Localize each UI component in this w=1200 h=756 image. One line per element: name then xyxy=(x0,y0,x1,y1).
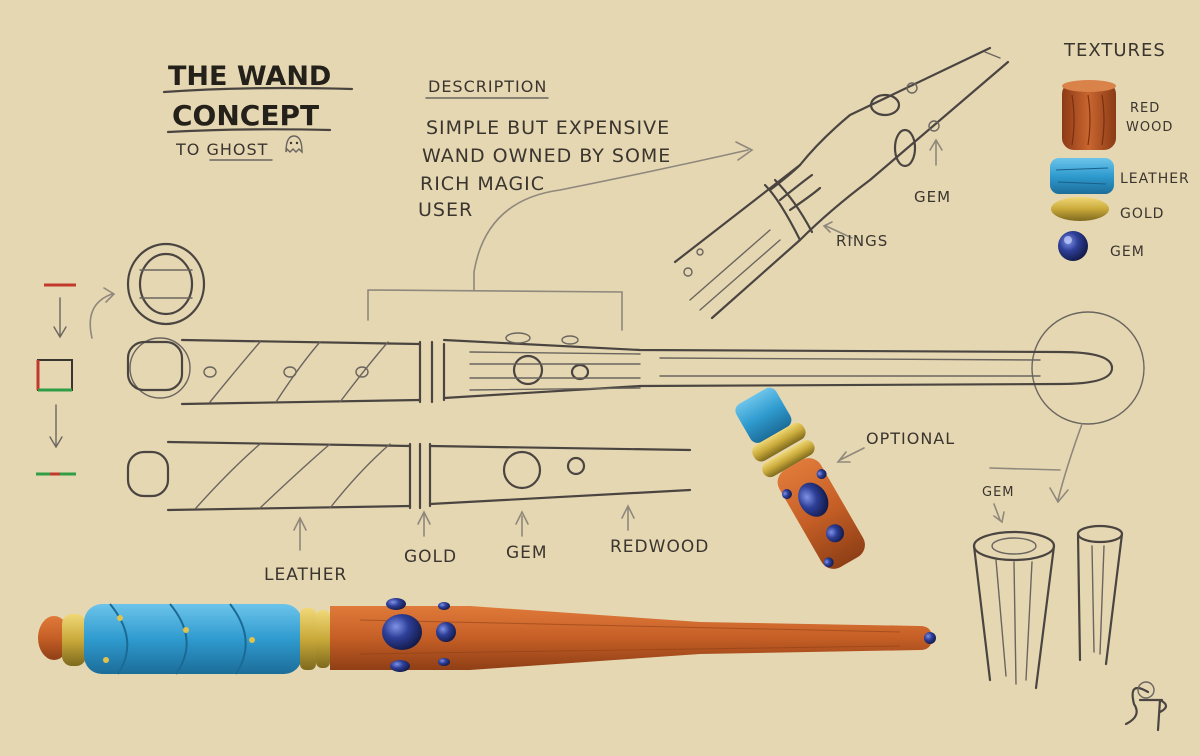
textures-heading: TEXTURES xyxy=(1063,40,1166,61)
wand-sketch-outline xyxy=(126,311,1145,425)
swatch-redwood-label-2: WOOD xyxy=(1126,120,1173,135)
title-block: THE WAND CONCEPT TO GHOST xyxy=(162,61,354,161)
callout-gem-top: GEM xyxy=(914,188,951,206)
callout-gold: GOLD xyxy=(404,547,457,567)
callout-gem: GEM xyxy=(506,543,548,563)
swatch-gem-label: GEM xyxy=(1110,244,1145,260)
swatch-leather xyxy=(1050,158,1114,194)
description-line-3: RICH MAGIC xyxy=(420,173,545,195)
final-wand-render xyxy=(38,598,936,675)
description-heading: DESCRIPTION xyxy=(428,77,547,96)
title-line-1: THE WAND xyxy=(168,61,331,92)
callout-gem-tip: GEM xyxy=(982,485,1015,500)
tip-sketches: GEM xyxy=(972,423,1124,690)
description-arrow-head xyxy=(735,141,754,161)
callout-leather: LEATHER xyxy=(264,565,347,585)
wand-sketch-shading xyxy=(126,440,692,551)
description-line-1: SIMPLE BUT EXPENSIVE xyxy=(426,117,670,139)
description-bracket xyxy=(367,289,623,331)
swatch-leather-label: LEATHER xyxy=(1120,171,1190,187)
swatch-redwood xyxy=(1062,80,1116,150)
description-line-4: USER xyxy=(418,199,473,221)
callout-redwood: REDWOOD xyxy=(610,537,709,557)
callout-rings: RINGS xyxy=(836,232,888,250)
swatch-redwood-label-1: RED xyxy=(1130,101,1160,116)
description-line-2: WAND OWNED BY SOME xyxy=(422,145,671,167)
swatch-gold-label: GOLD xyxy=(1120,206,1164,222)
title-dedication: TO GHOST xyxy=(175,140,268,159)
swatch-gold xyxy=(1051,197,1109,221)
title-underline-2 xyxy=(166,128,332,134)
title-line-2: CONCEPT xyxy=(172,99,319,132)
ghost-icon xyxy=(285,135,303,154)
ring-sketch xyxy=(89,242,206,399)
optional-variant xyxy=(735,387,865,569)
construction-diagram xyxy=(36,283,76,476)
title-underline-1 xyxy=(162,86,354,94)
swatch-gem xyxy=(1058,231,1088,261)
description-block: DESCRIPTION SIMPLE BUT EXPENSIVE WAND OW… xyxy=(418,77,754,273)
description-arrow xyxy=(473,149,749,273)
closeup-sketch xyxy=(673,46,1010,320)
textures-panel: TEXTURES RED WOOD LEATHER GOLD GEM xyxy=(1050,40,1190,261)
callout-optional: OPTIONAL xyxy=(866,429,955,448)
artist-signature xyxy=(1124,681,1168,732)
